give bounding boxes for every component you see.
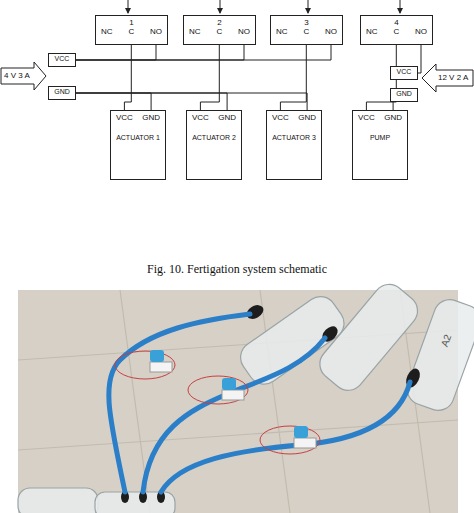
supply-terminal: GND: [390, 88, 418, 102]
device-name: ACTUATOR 1: [116, 134, 160, 142]
actuator-box: VCC GND PUMP: [352, 110, 408, 180]
pin-name: NC: [189, 27, 201, 36]
wire: [418, 45, 421, 73]
figure-caption: Fig. 10. Fertigation system schematic: [0, 262, 474, 277]
pin-name: NO: [150, 27, 162, 36]
pin-name: NO: [238, 27, 250, 36]
pin-name: NC: [366, 27, 378, 36]
actuator-box: VCC GND ACTUATOR 2: [186, 110, 242, 180]
pin-name: GND: [142, 113, 160, 122]
relay-box: 3NC C NO: [270, 15, 343, 45]
terminal-name: GND: [396, 90, 412, 98]
wire: [280, 45, 306, 110]
photo: [18, 278, 474, 513]
pin-name: C: [128, 27, 134, 36]
wire: [76, 93, 151, 110]
wire: [76, 45, 331, 60]
signal-arrow: [128, 0, 400, 13]
supply-arrow: [422, 64, 473, 92]
device-name: PUMP: [370, 134, 390, 142]
pin-name: NO: [325, 27, 337, 36]
wire: [76, 93, 227, 110]
actuator-box: VCC GND ACTUATOR 3: [266, 110, 322, 180]
wire: [76, 45, 244, 60]
relay-box: 2NC C NO: [183, 15, 256, 45]
supply-arrow: [1, 62, 46, 90]
wire: [124, 45, 131, 110]
relay-number: 2: [217, 18, 221, 27]
terminal-name: GND: [54, 88, 70, 96]
pin-name: C: [303, 27, 309, 36]
relay-number: 3: [304, 18, 308, 27]
supply-terminal: VCC: [390, 66, 418, 80]
wire: [76, 45, 156, 60]
pin-name: GND: [384, 113, 402, 122]
relay-number: 1: [129, 18, 133, 27]
wire: [200, 45, 219, 110]
pin-name: NC: [276, 27, 288, 36]
terminal-name: VCC: [55, 55, 70, 63]
terminal-name: VCC: [397, 68, 412, 76]
wire: [76, 93, 307, 110]
pin-name: NO: [415, 27, 427, 36]
relay-box: 4NC C NO: [360, 15, 433, 45]
pin-name: VCC: [358, 113, 375, 122]
supply-rating: 12 V 2 A: [438, 73, 468, 82]
supply-terminal: GND: [48, 86, 76, 100]
relay-box: 1NC C NO: [95, 15, 168, 45]
pin-name: VCC: [192, 113, 209, 122]
device-name: ACTUATOR 3: [272, 134, 316, 142]
relay-number: 4: [394, 18, 398, 27]
supply-rating: 4 V 3 A: [4, 71, 30, 80]
device-name: ACTUATOR 2: [192, 134, 236, 142]
pin-name: GND: [298, 113, 316, 122]
supply-terminal: VCC: [48, 53, 76, 67]
actuator-box: VCC GND ACTUATOR 1: [110, 110, 166, 180]
pin-name: GND: [218, 113, 236, 122]
pin-name: NC: [101, 27, 113, 36]
pin-name: C: [216, 27, 222, 36]
pin-name: C: [393, 27, 399, 36]
pin-name: VCC: [272, 113, 289, 122]
pin-name: VCC: [116, 113, 133, 122]
